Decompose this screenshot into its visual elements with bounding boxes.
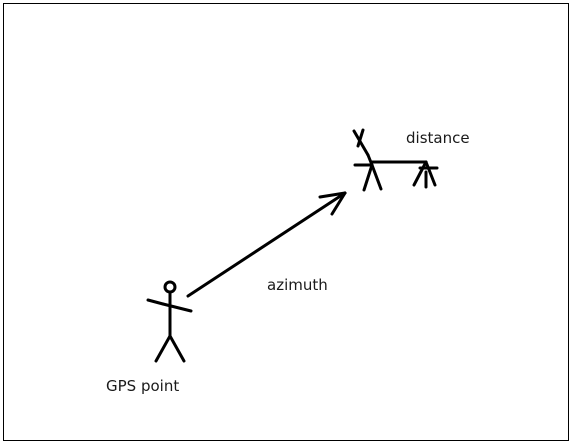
target-figure-upper-stroke-2	[356, 128, 365, 148]
distance-end-left-stroke	[412, 160, 428, 187]
distance-end-right-stroke	[424, 160, 437, 187]
distance-label: distance	[406, 129, 470, 147]
gps-point-figure	[146, 280, 193, 363]
gps-figure-left-leg	[154, 334, 172, 363]
gps-figure-right-leg	[168, 334, 186, 363]
gps-point-label: GPS point	[106, 377, 179, 395]
gps-figure-head	[163, 280, 177, 294]
gps-figure-right-arm	[161, 302, 193, 313]
target-figure-right-leg	[370, 163, 383, 191]
azimuth-arrow-head-left	[318, 191, 347, 199]
target-figure-upper-stroke-1	[352, 129, 370, 157]
target-figure	[352, 128, 383, 192]
gps-figure-left-arm	[146, 298, 165, 306]
azimuth-arrow-head-right	[330, 191, 347, 216]
diagram-frame	[3, 3, 569, 441]
distance-marker	[370, 160, 439, 189]
azimuth-arrow-shaft	[186, 191, 347, 298]
azimuth-label: azimuth	[267, 276, 328, 294]
azimuth-arrow	[186, 191, 347, 298]
target-figure-left-leg	[362, 163, 374, 192]
